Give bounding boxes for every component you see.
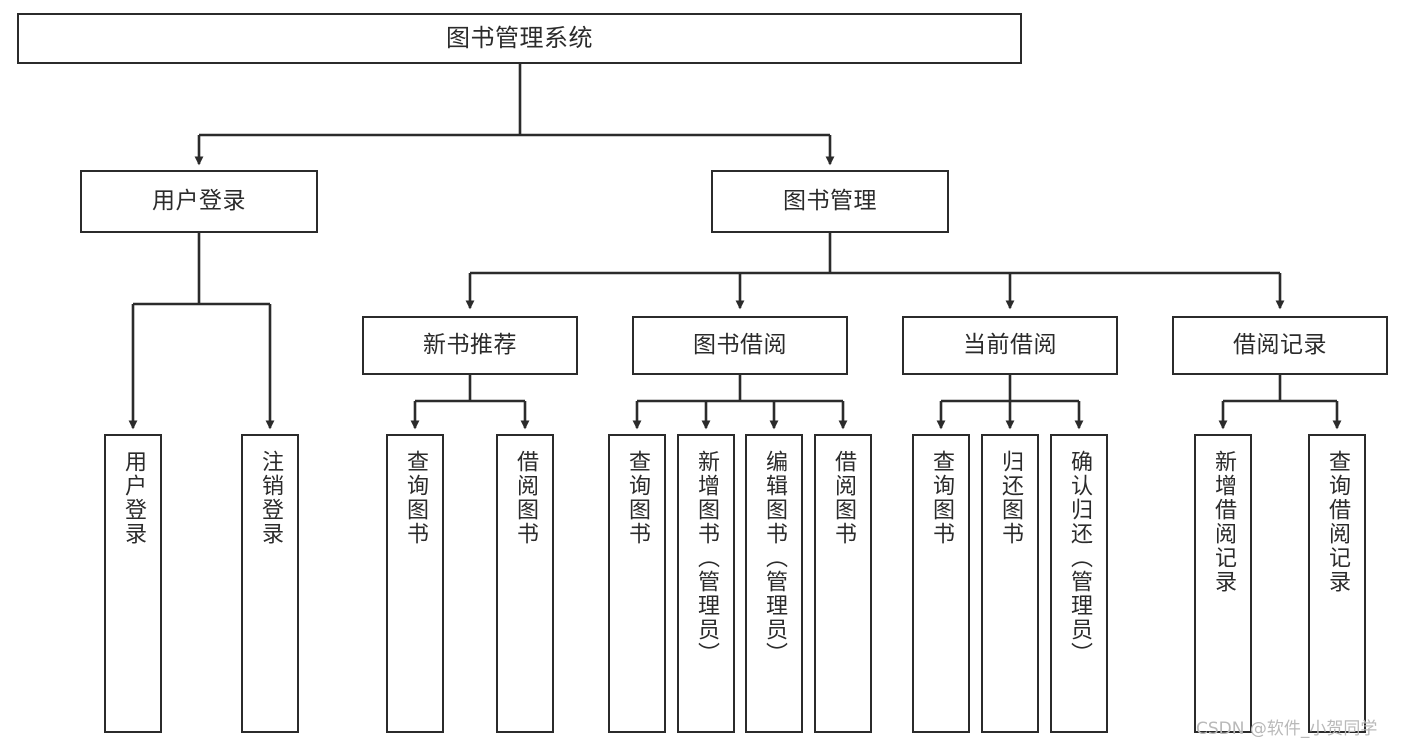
node-user-login[interactable]: 用户登录 [80,170,318,233]
leaf-borrow-query-book[interactable]: 查询图书 [608,434,666,733]
node-label: 当前借阅 [963,331,1057,358]
node-label: 查询借阅记录 [1325,450,1350,594]
node-label: 图书借阅 [693,331,787,358]
node-label: 借阅图书 [513,450,538,546]
node-label: 归还图书 [998,450,1023,546]
node-label: 图书管理 [783,187,877,214]
leaf-current-confirm-return-admin[interactable]: 确认归还（管理员） [1050,434,1108,733]
node-current-borrow[interactable]: 当前借阅 [902,316,1118,375]
node-label: 用户登录 [152,187,246,214]
node-label: 确认归还（管理员） [1067,450,1092,666]
node-label: 查询图书 [403,450,428,546]
leaf-record-add-record[interactable]: 新增借阅记录 [1194,434,1252,733]
node-book-borrow[interactable]: 图书借阅 [632,316,848,375]
node-label: 借阅图书 [831,450,856,546]
csdn-watermark: CSDN @软件_小贺同学 [1196,719,1378,739]
leaf-user-login-logout[interactable]: 注销登录 [241,434,299,733]
leaf-record-query-record[interactable]: 查询借阅记录 [1308,434,1366,733]
node-root-system[interactable]: 图书管理系统 [17,13,1022,64]
leaf-borrow-edit-book-admin[interactable]: 编辑图书（管理员） [745,434,803,733]
leaf-user-login-signin[interactable]: 用户登录 [104,434,162,733]
node-book-management[interactable]: 图书管理 [711,170,949,233]
leaf-current-return-book[interactable]: 归还图书 [981,434,1039,733]
node-label: 注销登录 [258,450,283,546]
node-label: 用户登录 [121,450,146,546]
node-new-book-recommend[interactable]: 新书推荐 [362,316,578,375]
leaf-recommend-query-book[interactable]: 查询图书 [386,434,444,733]
leaf-borrow-add-book-admin[interactable]: 新增图书（管理员） [677,434,735,733]
leaf-recommend-borrow-book[interactable]: 借阅图书 [496,434,554,733]
node-label: 编辑图书（管理员） [762,450,787,666]
node-label: 新书推荐 [423,331,517,358]
leaf-current-query-book[interactable]: 查询图书 [912,434,970,733]
node-borrow-record[interactable]: 借阅记录 [1172,316,1388,375]
node-label: 查询图书 [625,450,650,546]
leaf-borrow-borrow-book[interactable]: 借阅图书 [814,434,872,733]
node-label: 新增图书（管理员） [694,450,719,666]
node-label: 借阅记录 [1233,331,1327,358]
node-label: 图书管理系统 [446,24,593,53]
node-label: 查询图书 [929,450,954,546]
node-label: 新增借阅记录 [1211,450,1236,594]
